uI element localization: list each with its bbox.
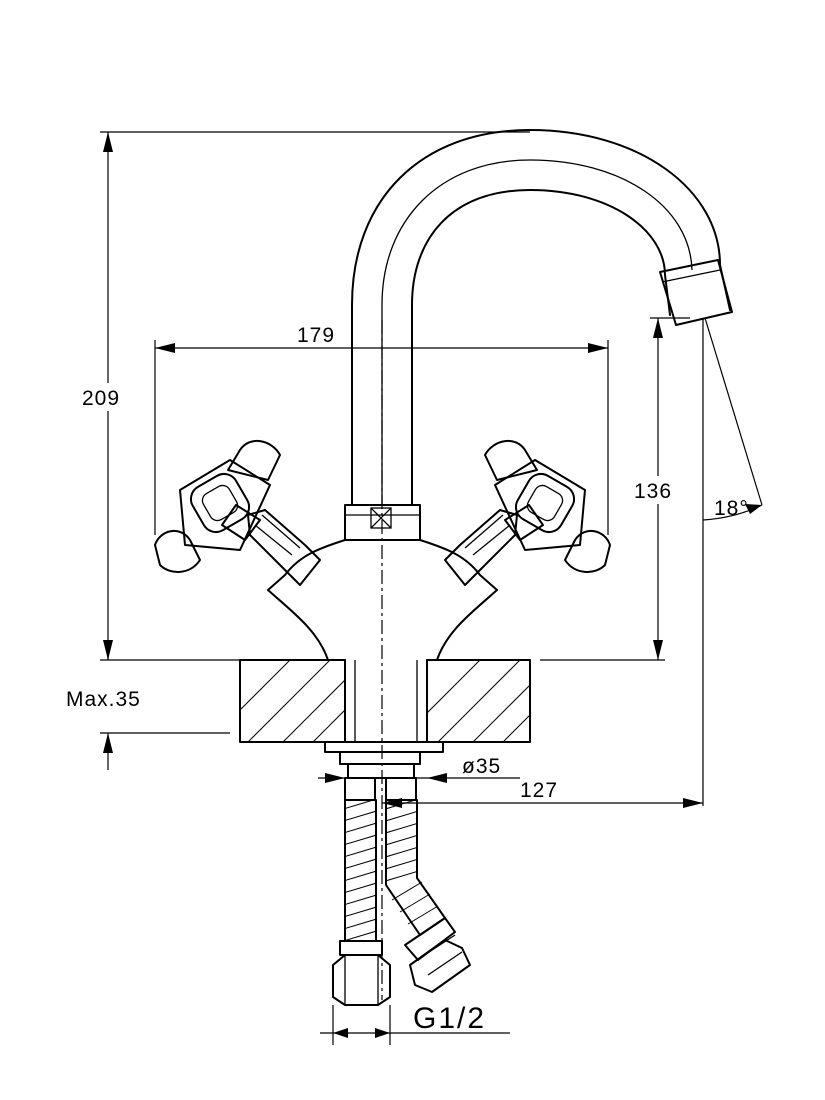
dim-deck-thickness: Max.35: [66, 640, 230, 770]
fixing-assembly: [324, 741, 444, 801]
dim-label-127: 127: [520, 779, 558, 802]
dim-handle-span: 179: [154, 324, 609, 535]
dim-label-g12: G1/2: [413, 1002, 486, 1035]
dim-label-max35: Max.35: [66, 688, 141, 711]
dim-outlet-height: 136: [540, 317, 690, 661]
hose-left: [332, 798, 391, 1006]
dim-spout-angle: 18°: [702, 317, 763, 806]
dim-label-209: 209: [82, 387, 120, 410]
hose-right: [385, 798, 471, 993]
dim-overall-height: 209: [80, 131, 530, 661]
dim-label-179: 179: [297, 324, 335, 347]
aerator: [659, 259, 733, 326]
spout: [351, 129, 733, 506]
left-handle: [154, 440, 321, 586]
dim-label-angle: 18°: [714, 497, 749, 520]
dim-label-dia35: ø35: [462, 755, 501, 778]
dim-thread: G1/2: [320, 1002, 510, 1045]
dim-label-136: 136: [634, 480, 672, 503]
right-handle: [444, 440, 611, 586]
dim-spout-reach: 127: [382, 779, 703, 808]
mounting-deck: [239, 659, 531, 743]
dim-hole-diameter: ø35: [318, 755, 520, 783]
